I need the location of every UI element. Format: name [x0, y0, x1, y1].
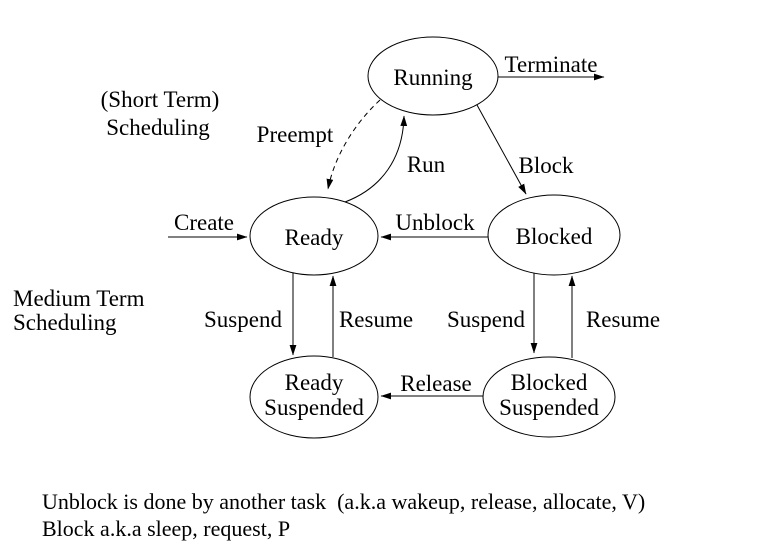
- create-label: Create: [174, 210, 234, 235]
- state-blocked-suspended-label-line2: Suspended: [499, 395, 599, 420]
- footnotes: Unblock is done by another task (a.k.a w…: [42, 489, 645, 541]
- footnote-line1: Unblock is done by another task (a.k.a w…: [42, 489, 645, 514]
- short-term-heading-line2: Scheduling: [106, 115, 210, 140]
- medium-term-heading-line2: Scheduling: [13, 310, 117, 335]
- scheduling-headings: (Short Term) Scheduling Medium Term Sche…: [13, 87, 219, 335]
- state-nodes: [249, 36, 621, 439]
- state-ready-ellipse: [249, 196, 379, 276]
- state-running-ellipse: [367, 36, 499, 116]
- preempt-arrow-dashed: [326, 99, 381, 190]
- transition-arrows: [168, 73, 605, 400]
- state-ready-label: Ready: [285, 225, 344, 250]
- state-ready-suspended-label-line1: Ready: [285, 370, 344, 395]
- state-ready-suspended-label-line2: Suspended: [264, 395, 364, 420]
- state-ready-suspended-ellipse: [249, 355, 379, 439]
- state-running-label: Running: [393, 65, 473, 90]
- short-term-heading-line1: (Short Term): [101, 87, 220, 112]
- state-blocked-suspended-ellipse: [482, 356, 616, 438]
- run-arrow-curve: [344, 115, 408, 203]
- state-labels: Running Ready Blocked Ready Suspended Bl…: [264, 65, 599, 420]
- transition-labels: Terminate Preempt Run Block Create Unblo…: [174, 52, 660, 396]
- preempt-label: Preempt: [257, 122, 334, 147]
- terminate-label: Terminate: [505, 52, 598, 77]
- block-arrow: [476, 104, 527, 195]
- block-label: Block: [519, 153, 574, 178]
- state-blocked-ellipse: [487, 194, 621, 276]
- resume-right-label: Resume: [586, 307, 660, 332]
- state-blocked-suspended-label-line1: Blocked: [511, 370, 588, 395]
- run-label: Run: [407, 152, 446, 177]
- footnote-line2: Block a.k.a sleep, request, P: [42, 516, 290, 541]
- suspend-right-label: Suspend: [447, 307, 525, 332]
- release-label: Release: [400, 371, 472, 396]
- resume-left-label: Resume: [339, 307, 413, 332]
- medium-term-heading-line1: Medium Term: [13, 286, 145, 311]
- unblock-label: Unblock: [395, 210, 475, 235]
- state-blocked-label: Blocked: [516, 224, 593, 249]
- suspend-left-label: Suspend: [204, 307, 282, 332]
